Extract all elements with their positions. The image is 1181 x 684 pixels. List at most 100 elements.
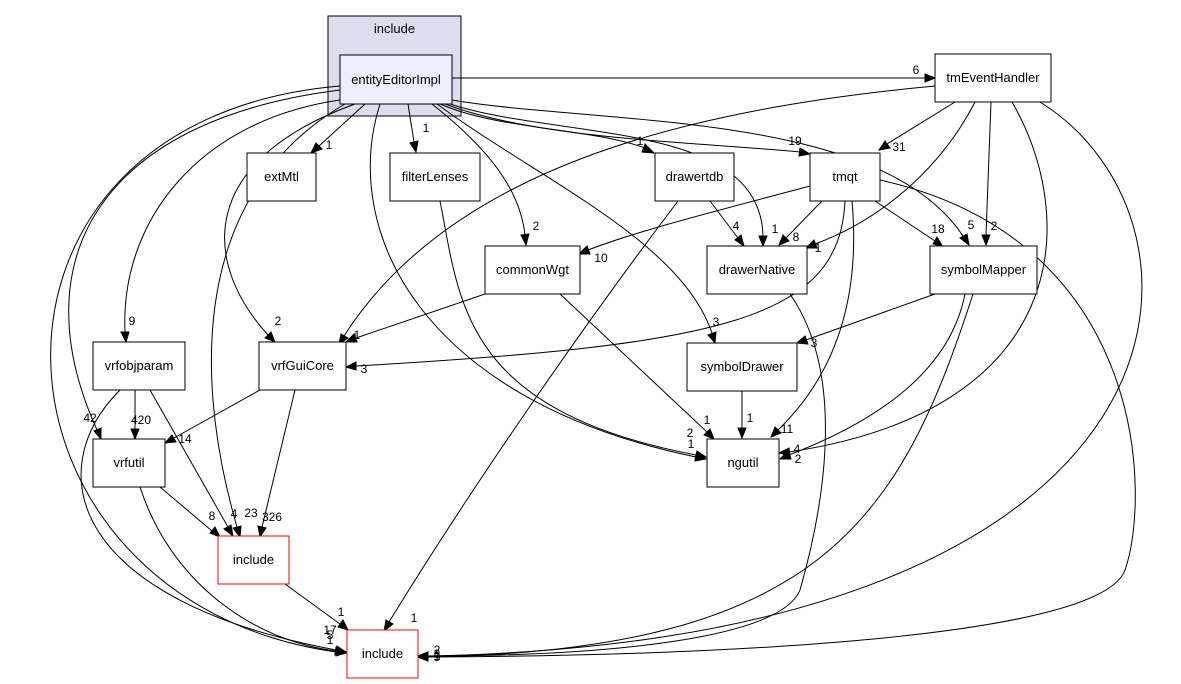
edge-label: 2: [434, 643, 441, 657]
edge-label: 4: [794, 442, 801, 456]
edge-vrfutil-include-mid: 8: [159, 486, 222, 538]
edge-label: 5: [968, 218, 975, 232]
edge-symbolMapper-ngutil: 2: [778, 293, 966, 466]
node-drawerNative[interactable]: drawerNative: [706, 245, 808, 295]
edge-label: 2: [275, 314, 282, 328]
edge-label: 2: [533, 219, 540, 233]
edge-label: 4: [733, 219, 740, 233]
edge-label: 6: [913, 63, 920, 77]
cluster-label: include: [374, 21, 415, 36]
edge-commonWgt-vrfGuiCore: 1: [344, 293, 486, 343]
edge-tmqt-ngutil: 11: [770, 200, 855, 438]
node-label: vrfutil: [113, 455, 144, 470]
edge-label: 1: [326, 138, 333, 152]
node-ngutil[interactable]: ngutil: [706, 438, 780, 488]
edge-entityEditorImpl-commonWgt: 2: [431, 103, 540, 247]
node-vrfutil[interactable]: vrfutil: [92, 438, 166, 488]
node-symbolDrawer[interactable]: symbolDrawer: [686, 342, 798, 392]
node-label: tmqt: [832, 169, 858, 184]
edge-label: 2: [687, 426, 694, 440]
edge-symbolDrawer-ngutil: 1: [737, 391, 754, 440]
edge-entityEditorImpl-vrfGuiCore: 2: [224, 103, 356, 343]
node-vrfobjparam[interactable]: vrfobjparam: [92, 341, 186, 391]
edge-label: 1: [327, 633, 334, 647]
node-label: filterLenses: [402, 169, 469, 184]
edge-label: 18: [931, 222, 945, 236]
edge-label: 1: [815, 241, 822, 255]
edge-commonWgt-ngutil: 1: [559, 293, 715, 440]
edge-label: 2: [795, 452, 802, 466]
edge-entityEditorImpl-filterLenses: 1: [407, 103, 430, 154]
edge-vrfobjparam-include-mid: 4: [149, 389, 238, 538]
node-label: entityEditorImpl: [351, 72, 441, 87]
node-include-mid[interactable]: include: [217, 535, 290, 585]
edge-label: 1: [354, 328, 361, 342]
edge-label: 9: [129, 314, 136, 328]
edge-vrfGuiCore-vrfutil: 14: [163, 389, 261, 446]
edge-entityEditorImpl-drawerNative: 1: [449, 103, 779, 248]
edge-entityEditorImpl-tmEventHandler: 6: [452, 63, 937, 83]
edge-label: 8: [209, 509, 216, 523]
edge-symbolMapper-symbolDrawer: 3: [795, 293, 936, 350]
edge-label: 19: [788, 134, 802, 148]
edge-label: 326: [262, 510, 282, 524]
node-label: symbolDrawer: [700, 359, 784, 374]
nodes: entityEditorImpl tmEventHandler extMtl f…: [92, 53, 1052, 679]
node-symbolMapper[interactable]: symbolMapper: [929, 245, 1038, 295]
edge-label: 17: [323, 623, 337, 637]
node-include-bottom[interactable]: include: [346, 629, 419, 679]
edge-label: 2: [991, 219, 998, 233]
node-vrfGuiCore[interactable]: vrfGuiCore: [258, 341, 347, 391]
node-label: vrfobjparam: [105, 358, 174, 373]
edge-label: 1: [423, 121, 430, 135]
edge-vrfGuiCore-include-mid: 326: [257, 389, 296, 539]
edge-label: 1: [411, 611, 418, 625]
edge-label: 420: [131, 413, 151, 427]
edge-label: 3: [811, 336, 818, 350]
edge-tmqt-symbolMapper: 18: [874, 200, 945, 248]
edge-include-mid-include-bottom: 1: [284, 583, 349, 631]
edge-label: 14: [178, 432, 192, 446]
edge-filterLenses-ngutil: 1: [439, 200, 708, 460]
node-label: commonWgt: [496, 262, 569, 277]
edge-label: 31: [892, 140, 906, 154]
edge-entityEditorImpl-vrfobjparam: 9: [120, 99, 341, 344]
node-entityEditorImpl[interactable]: entityEditorImpl: [339, 54, 453, 105]
edge-vrfutil-include-bottom: 1: [139, 486, 348, 656]
node-commonWgt[interactable]: commonWgt: [484, 245, 581, 295]
edge-entityEditorImpl-extMtl: 1: [309, 103, 366, 154]
edge-vrfobjparam-vrfutil: 420: [130, 390, 151, 441]
node-label: tmEventHandler: [946, 70, 1040, 85]
edge-label: 1: [338, 605, 345, 619]
edge-label: 11: [781, 422, 794, 436]
node-label: drawertdb: [666, 169, 724, 184]
edge-entityEditorImpl-include-mid: 23: [210, 103, 346, 539]
edge-label: 3: [434, 647, 441, 661]
edge-label: 4: [231, 507, 238, 521]
node-drawertdb[interactable]: drawertdb: [654, 152, 735, 202]
node-filterLenses[interactable]: filterLenses: [389, 152, 481, 202]
node-label: drawerNative: [719, 262, 796, 277]
edge-entityEditorImpl-tmqt: 19: [444, 103, 812, 157]
edge-label: 5: [327, 628, 334, 642]
edge-label: 8: [793, 230, 800, 244]
edge-tmEventHandler-drawerNative: 1: [804, 101, 976, 255]
node-tmEventHandler[interactable]: tmEventHandler: [934, 53, 1052, 103]
edge-drawertdb-drawerNative: 4: [709, 200, 745, 248]
node-label: include: [233, 552, 274, 567]
node-label: vrfGuiCore: [271, 358, 334, 373]
node-label: symbolMapper: [941, 262, 1027, 277]
edge-label: 1: [747, 411, 754, 425]
edge-label: 1: [637, 134, 644, 148]
edge-label: 10: [594, 251, 608, 265]
node-label: extMtl: [264, 169, 299, 184]
node-extMtl[interactable]: extMtl: [246, 152, 317, 202]
edge-entityEditorImpl-symbolDrawer: 3: [436, 103, 720, 345]
edge-label: 23: [244, 506, 258, 520]
edges: 6 1 1 1 19 2: [50, 63, 1143, 664]
edge-label: 42: [83, 411, 97, 425]
node-tmqt[interactable]: tmqt: [809, 152, 881, 202]
edge-label: 1: [688, 437, 695, 451]
edge-drawertdb-include-bottom: 1: [383, 200, 679, 633]
